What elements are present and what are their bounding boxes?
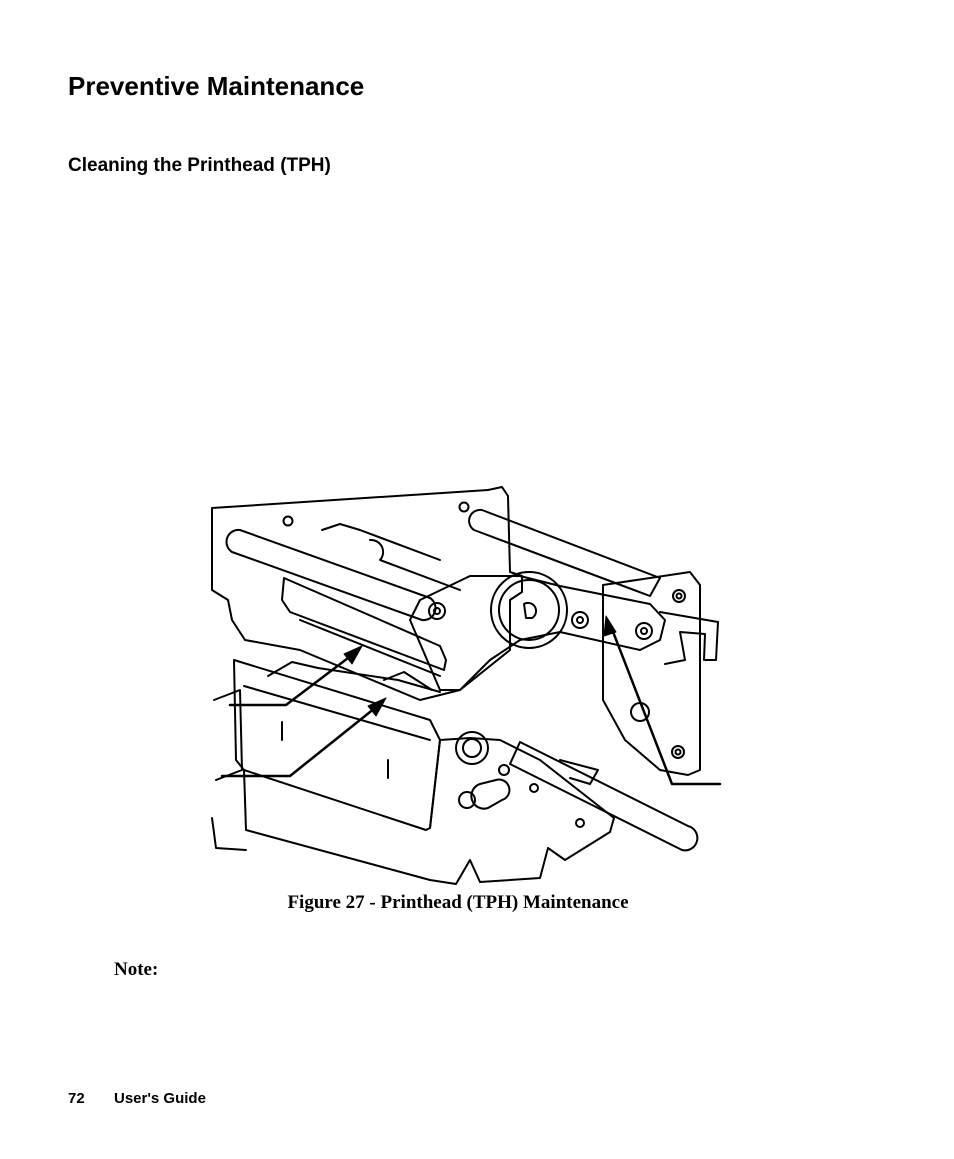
callout-arrow-1 <box>228 650 358 707</box>
roller-knob <box>455 731 489 765</box>
section-heading: Cleaning the Printhead (TPH) <box>68 155 331 176</box>
printhead-bracket <box>281 577 447 671</box>
upper-rod <box>225 528 437 622</box>
figure-caption: Figure 27 - Printhead (TPH) Maintenance <box>287 892 629 913</box>
note-label: Note: <box>114 959 159 980</box>
page-footer: 72 User's Guide <box>68 1089 206 1109</box>
bottom-chassis <box>243 737 615 885</box>
front-rod <box>509 741 699 852</box>
printhead-figure <box>211 486 722 885</box>
page-number: 72 <box>68 1090 85 1107</box>
callout-arrow-3 <box>608 622 722 786</box>
back-frame-plate <box>211 486 523 701</box>
page-title: Preventive Maintenance <box>68 71 365 101</box>
right-side-plate <box>602 571 701 776</box>
lever-arm <box>409 575 666 691</box>
callout-arrow-2 <box>220 702 382 778</box>
front-shield <box>233 659 441 831</box>
footer-doc-title: User's Guide <box>114 1090 206 1107</box>
upper-rod-right <box>468 508 661 597</box>
